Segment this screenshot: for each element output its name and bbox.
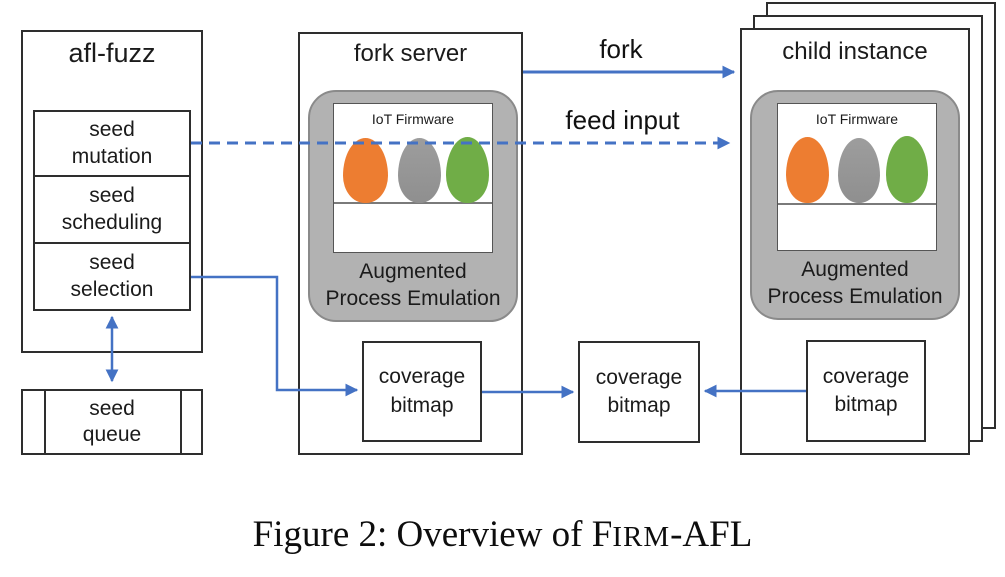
fork-emulation-label-line2: Process Emulation	[325, 287, 501, 311]
child-process-blob-gray	[838, 138, 880, 203]
fork-coverage-bitmap-line1: coverage	[378, 365, 466, 389]
shared-coverage-bitmap-line1: coverage	[595, 365, 683, 389]
fork-emulation-label-line1: Augmented	[359, 260, 467, 283]
fork-coverage-bitmap-line2: bitmap	[390, 393, 454, 417]
afl-fuzz-title: afl-fuzz	[68, 38, 156, 68]
fork-server-title: fork server	[353, 40, 468, 67]
child-emulation-label-line2: Process Emulation	[767, 285, 943, 309]
seed-queue-divider-right	[180, 391, 182, 453]
fork-process-blob-gray	[398, 138, 441, 203]
child-coverage-bitmap-line2: bitmap	[834, 393, 898, 416]
afl-fuzz-modules: seed mutation seed scheduling seed selec…	[33, 110, 191, 311]
child-coverage-bitmap-line1: coverage	[822, 364, 910, 388]
child-emulation-label: Augmented Process Emulation	[750, 256, 960, 311]
seed-queue-box: seed queue	[21, 389, 203, 455]
fork-iot-firmware-label: IoT Firmware	[371, 111, 455, 127]
fork-iot-firmware-box: IoT Firmware	[333, 103, 493, 253]
child-process-blob-green	[886, 136, 928, 203]
fork-firmware-baseline	[334, 202, 492, 204]
seed-scheduling-label-line2: scheduling	[61, 210, 163, 234]
figure-caption: Figure 2: Overview of FIRM-AFL	[0, 513, 1005, 556]
caption-text-end: -AFL	[670, 514, 753, 555]
seed-queue-label-line2: queue	[82, 423, 142, 446]
seed-mutation-box: seed mutation	[33, 110, 191, 177]
fork-arrow-label: fork	[599, 34, 643, 64]
child-iot-firmware-box: IoT Firmware	[777, 103, 937, 251]
fork-emulation-label: Augmented Process Emulation	[308, 258, 518, 313]
seed-scheduling-label-line1: seed	[89, 184, 135, 208]
fork-process-blob-green	[446, 137, 489, 203]
shared-coverage-bitmap-box: coverage bitmap	[578, 341, 700, 443]
shared-coverage-bitmap-line2: bitmap	[607, 394, 671, 417]
child-firmware-baseline	[778, 203, 936, 205]
child-emulation-label-line1: Augmented	[801, 258, 909, 281]
seed-scheduling-box: seed scheduling	[33, 175, 191, 244]
seed-selection-box: seed selection	[33, 242, 191, 311]
child-instance-title: child instance	[782, 38, 928, 65]
child-iot-firmware-label: IoT Firmware	[815, 111, 899, 127]
seed-selection-label-line2: selection	[70, 277, 154, 301]
fork-coverage-bitmap-box: coverage bitmap	[362, 341, 482, 442]
child-coverage-bitmap-box: coverage bitmap	[806, 340, 926, 442]
caption-smallcaps: IRM	[612, 521, 671, 553]
seed-mutation-label-line2: mutation	[71, 144, 153, 168]
seed-selection-label-line1: seed	[89, 251, 135, 275]
feed-input-arrow-label: feed input	[565, 105, 680, 135]
seed-mutation-label-line1: seed	[89, 118, 135, 142]
caption-text-start: Figure 2: Overview of F	[252, 514, 613, 555]
child-process-blob-orange	[786, 137, 829, 203]
fork-process-blob-orange	[343, 138, 388, 203]
seed-queue-divider-left	[44, 391, 46, 453]
seed-queue-label-line1: seed	[89, 396, 135, 420]
